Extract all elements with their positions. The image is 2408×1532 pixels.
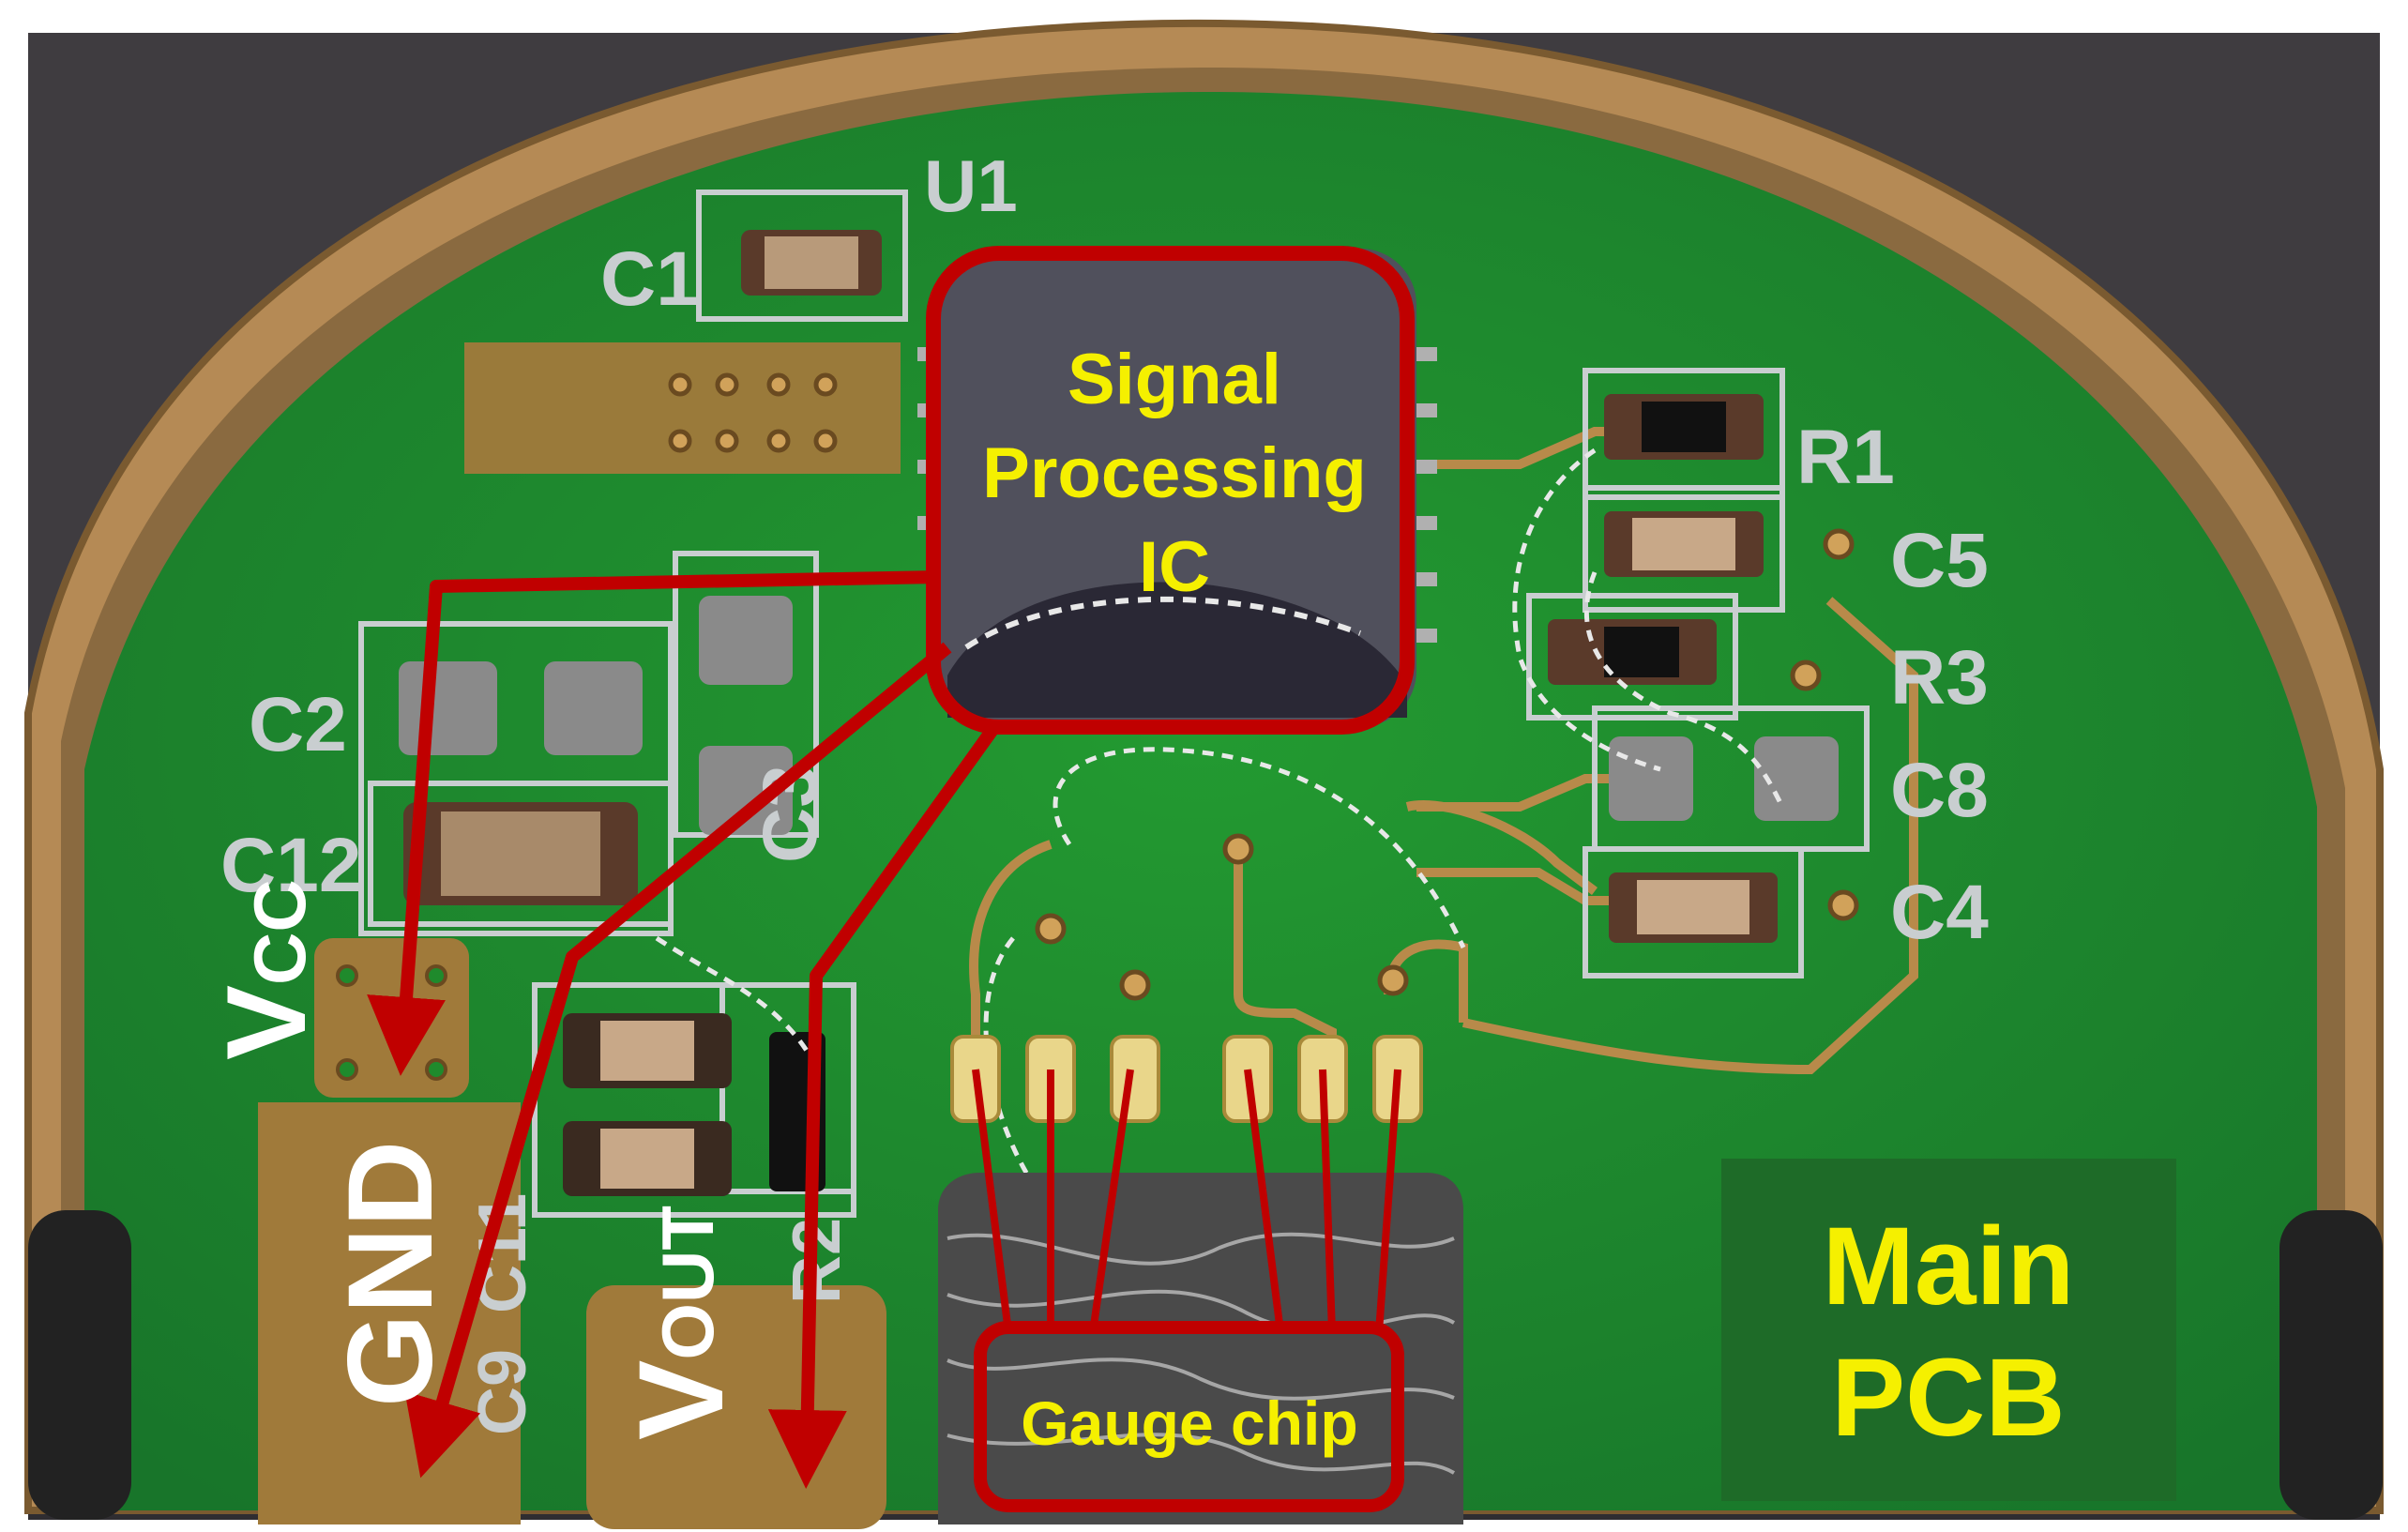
vcc-label-main: V <box>204 985 329 1060</box>
silk-u1: U1 <box>924 144 1018 227</box>
c4-component <box>1609 872 1778 943</box>
silk-c4: C4 <box>1890 870 1989 955</box>
c9-component <box>563 1121 732 1196</box>
c11-component <box>563 1013 732 1088</box>
top-copper-pad <box>464 342 901 474</box>
silk-c5: C5 <box>1890 518 1989 603</box>
gnd-label-text: GND <box>324 1141 458 1407</box>
ic-label-line3: IC <box>1139 527 1210 607</box>
c8-pads <box>1609 736 1839 821</box>
via-grid <box>668 372 838 453</box>
svg-text:VOUT: VOUT <box>614 1206 749 1440</box>
signal-arrows <box>367 570 1000 1489</box>
gauge-chip-label: Gauge chip <box>1021 1388 1357 1458</box>
silkscreen-outlines <box>358 190 1870 1218</box>
svg-text:VCC: VCC <box>204 879 329 1060</box>
silk-r1: R1 <box>1796 415 1895 500</box>
vcc-arrow <box>367 570 939 1076</box>
c5-component <box>1604 511 1764 577</box>
silk-c9: C9 <box>465 1349 540 1435</box>
silk-c1: C1 <box>600 236 699 322</box>
silk-c12: C12 <box>220 823 361 908</box>
c12-component <box>403 802 638 905</box>
ic-label-line1: Signal <box>1068 340 1281 419</box>
left-cutout <box>28 1210 131 1520</box>
silk-c8: C8 <box>1890 748 1989 833</box>
ic-label-line2: Processing <box>982 433 1367 513</box>
c3-pads <box>699 596 793 835</box>
main-pcb-box <box>1721 1159 2176 1501</box>
silk-c2: C2 <box>249 682 347 767</box>
r1-component <box>1604 394 1764 460</box>
c1-component <box>741 230 882 296</box>
r3-component <box>1548 619 1717 685</box>
vcc-label-sub: CC <box>238 879 321 985</box>
right-vias <box>1035 528 1859 1001</box>
vcc-label: VCC <box>204 879 329 1060</box>
silk-r3: R3 <box>1890 635 1989 720</box>
gauge-chip-callout-box <box>974 1321 1404 1512</box>
gauge-connection-lines <box>972 1069 1401 1333</box>
ic-callout-box <box>926 246 1415 735</box>
vout-label-main: V <box>614 1360 749 1440</box>
ic-package <box>917 249 1437 727</box>
main-pcb-label-line1: Main <box>1823 1205 2075 1328</box>
vout-arrow <box>767 722 1000 1489</box>
main-pcb-label-line2: PCB <box>1831 1336 2065 1460</box>
right-cutout <box>2279 1210 2383 1520</box>
gnd-arrow <box>404 642 952 1479</box>
gnd-label: GND <box>324 1141 458 1407</box>
vout-label: VOUT <box>614 1206 749 1440</box>
smd-components <box>399 230 1839 1196</box>
vout-label-sub: OUT <box>646 1206 729 1360</box>
